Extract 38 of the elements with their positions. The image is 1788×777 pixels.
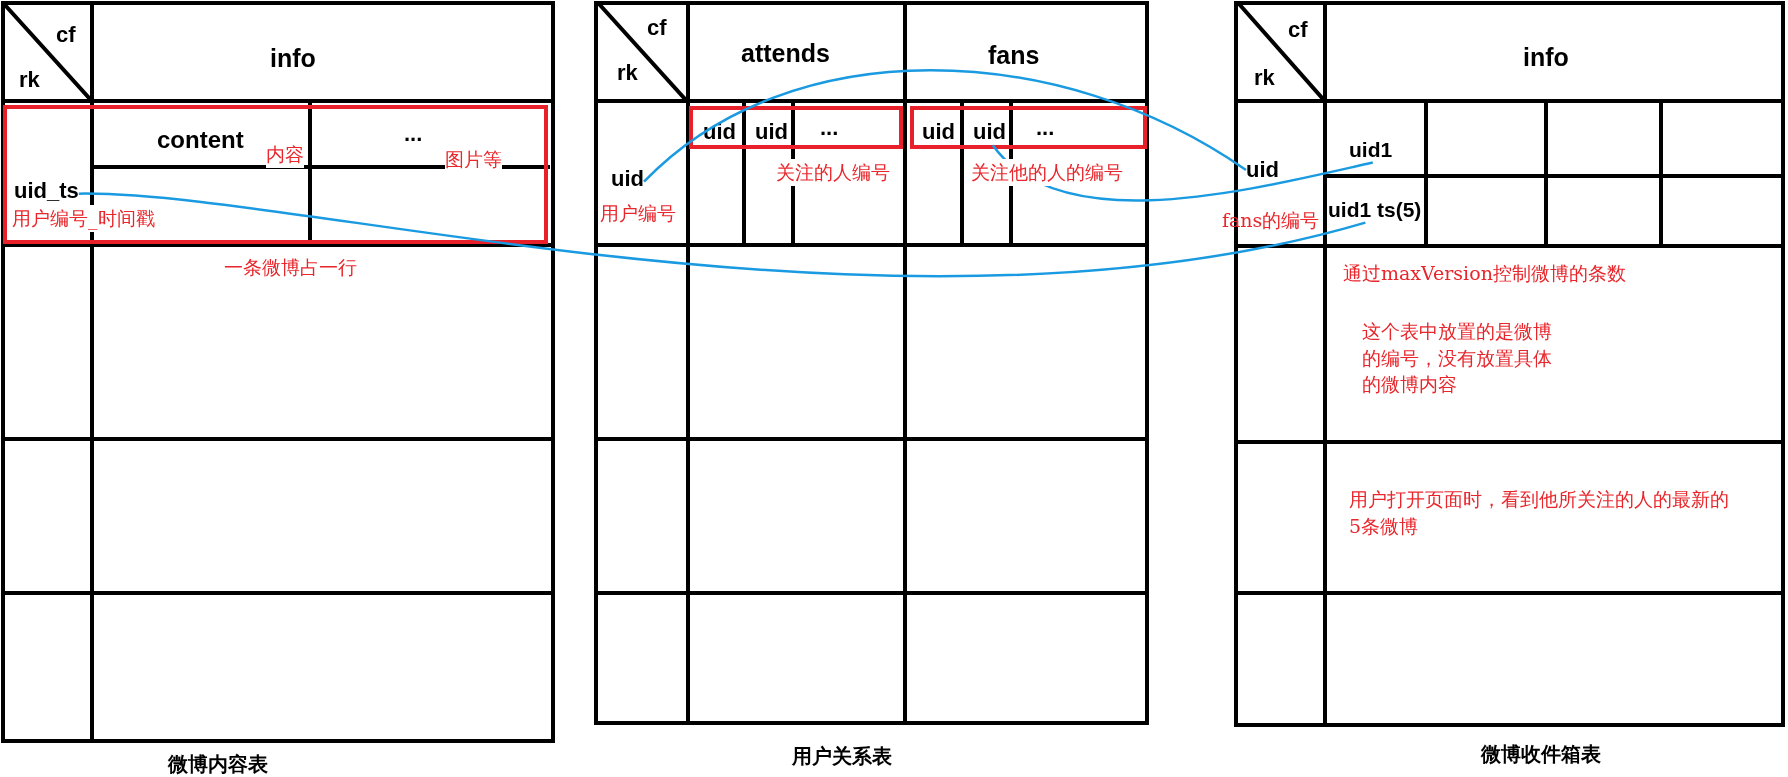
cell-text: uid — [922, 118, 955, 146]
header-label: rk — [19, 67, 40, 94]
highlight-box — [689, 106, 903, 149]
table-title: 微博内容表 — [168, 752, 268, 776]
cell-text: uid1 — [1349, 137, 1393, 163]
header-label: rk — [617, 60, 638, 87]
cell-text: attends — [741, 38, 830, 68]
connector-curve — [643, 68, 1247, 183]
note-text: 这个表中放置的是微博的编号，没有放置具体的微博内容 — [1362, 319, 1553, 398]
annotation-text: 关注他的人的编号 — [971, 159, 1123, 186]
header-label: cf — [1288, 17, 1308, 44]
highlight-box — [3, 105, 548, 244]
header-label: cf — [56, 22, 76, 49]
cell-text: uid1 ts(5) — [1328, 197, 1422, 223]
connector-curve — [78, 192, 1366, 277]
cell-text: ... — [404, 120, 423, 148]
cell-text: uid — [611, 165, 644, 193]
note-text: 通过maxVersion控制微博的条数 — [1343, 261, 1626, 286]
cell-text: fans — [988, 40, 1040, 70]
cell-text: info — [1523, 42, 1569, 72]
table-title: 用户关系表 — [792, 744, 892, 768]
cell-text: uid — [1246, 156, 1279, 184]
header-label: cf — [647, 15, 667, 42]
note-text: 用户打开页面时，看到他所关注的人的最新的5条微博 — [1349, 487, 1730, 539]
cell-text: ... — [820, 114, 839, 142]
annotation-text: 用户编号_时间戳 — [12, 205, 155, 232]
table-title: 微博收件箱表 — [1481, 742, 1601, 766]
annotation-text: 关注的人编号 — [776, 159, 890, 186]
cell-text: uid — [703, 118, 736, 146]
connector-curve — [991, 144, 1373, 202]
cell-text: uid — [973, 118, 1006, 146]
cell-text: uid — [755, 118, 788, 146]
cell-text: info — [270, 43, 316, 73]
cell-text: ... — [1036, 114, 1055, 142]
header-label: rk — [1254, 65, 1275, 92]
cell-text: content — [157, 125, 244, 155]
cell-text: uid_ts — [14, 177, 79, 205]
highlight-box — [910, 106, 1147, 149]
